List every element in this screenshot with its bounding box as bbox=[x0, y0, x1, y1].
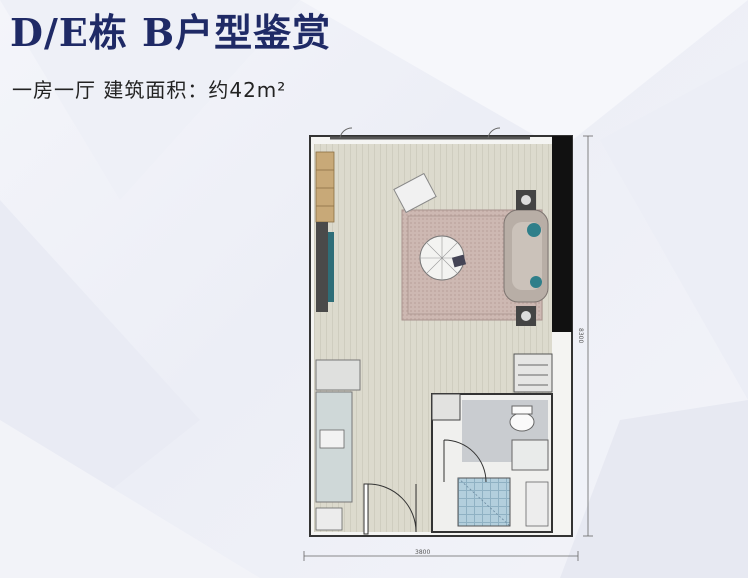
vanity bbox=[511, 439, 549, 471]
height-dimension-label: 8300 bbox=[577, 328, 584, 344]
bookshelf bbox=[315, 151, 335, 223]
width-dimension-label: 3800 bbox=[415, 549, 431, 556]
shoe-cabinet bbox=[513, 353, 553, 393]
cabinet bbox=[525, 481, 549, 527]
unit-subtitle: 一房一厅 建筑面积：约42m² bbox=[12, 78, 287, 102]
page-title: D/E栋 B户型鉴赏 bbox=[10, 10, 332, 55]
book bbox=[451, 254, 467, 268]
cabinet bbox=[315, 507, 343, 531]
entry-door bbox=[363, 483, 369, 535]
armchair bbox=[393, 172, 437, 214]
kitchen-counter bbox=[315, 359, 361, 391]
toilet bbox=[509, 412, 535, 432]
tv-console bbox=[316, 222, 328, 312]
cushion bbox=[527, 223, 541, 237]
structural-wall bbox=[552, 136, 572, 332]
bathroom-door bbox=[443, 439, 487, 483]
cushion bbox=[530, 276, 542, 288]
sink bbox=[319, 429, 345, 449]
floor-plan bbox=[303, 127, 593, 561]
shower-area bbox=[457, 477, 511, 527]
